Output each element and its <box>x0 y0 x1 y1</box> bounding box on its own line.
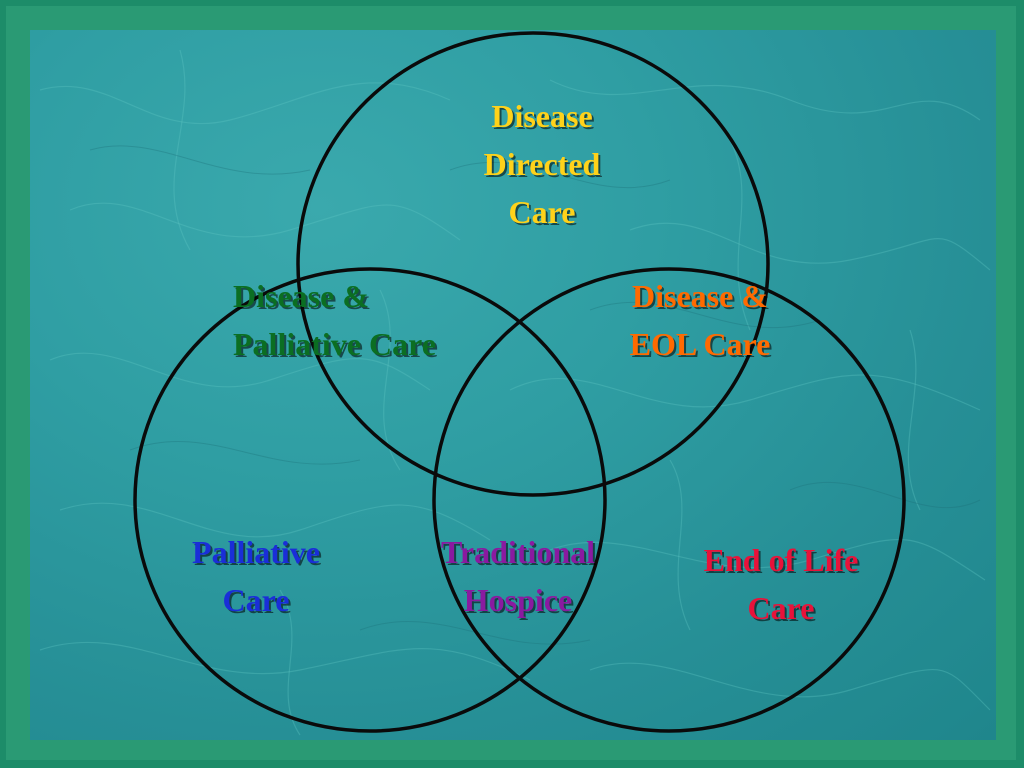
circle-end-of-life <box>432 267 906 733</box>
label-traditional-hospice: Traditional Hospice <box>440 534 596 618</box>
label-disease-and-eol-care: Disease & EOL Care <box>629 278 771 362</box>
textured-panel <box>30 30 996 740</box>
label-disease-directed-care: Disease Directed Care <box>483 98 601 230</box>
label-palliative-care: Palliative Care <box>192 534 320 618</box>
label-end-of-life-care: End of Life Care <box>703 542 859 626</box>
circle-palliative <box>133 267 607 733</box>
marble-texture <box>39 49 991 736</box>
circle-disease-directed <box>296 31 770 497</box>
label-disease-and-palliative-care: Disease & Palliative Care <box>233 278 436 362</box>
